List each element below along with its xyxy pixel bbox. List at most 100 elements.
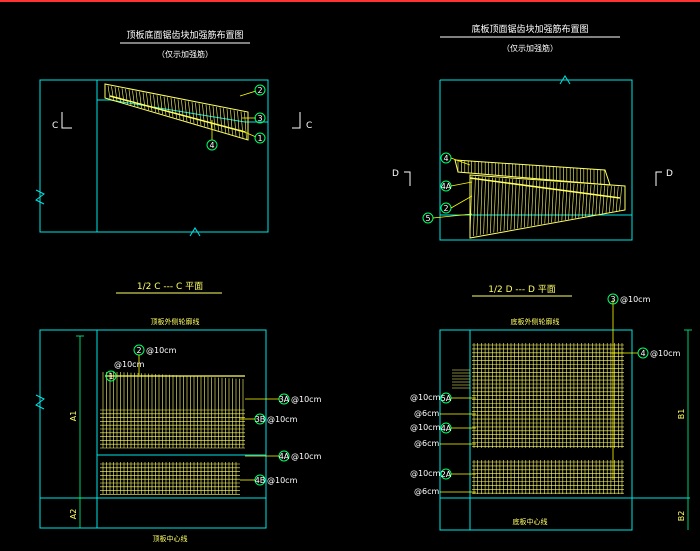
- rebar-hatch-top-left: [107, 85, 247, 139]
- rebar-hatch-line: [609, 186, 612, 213]
- section-arrow-right-c: [292, 112, 301, 129]
- rebar-hatch-line: [195, 102, 198, 125]
- rebar-hatch-line: [244, 112, 247, 139]
- callout-text-bl-4b: @10cm: [267, 476, 298, 485]
- callout-text-bl-2: @10cm: [146, 346, 177, 355]
- rebar-hatch-line: [493, 177, 497, 233]
- callout-id-bl-3a: 3A: [279, 395, 290, 404]
- rebar-hatch-line: [619, 186, 622, 211]
- rebar-hatch-line: [125, 88, 128, 105]
- rebar-hatch-line: [153, 94, 156, 113]
- callout-text-br-4b: @6cm: [414, 439, 439, 448]
- rebar-hatch-line: [615, 186, 619, 212]
- callout-id-br-3: 3: [610, 295, 615, 304]
- callout-text-br-5a: @10cm: [410, 393, 441, 402]
- rebar-diagonal-top-left: [109, 95, 246, 133]
- label-centerline-br: 底板中心线: [513, 517, 548, 526]
- rebar-hatch-line: [160, 95, 163, 115]
- rebar-hatch-line: [167, 97, 170, 117]
- rebar-hatch-line: [476, 176, 480, 236]
- rebar-hatch-line: [240, 111, 244, 138]
- callout-id-br-4a: 4A: [441, 424, 452, 433]
- rebar-hatch-line: [230, 109, 233, 135]
- serrated-block-top-right-upper: [454, 159, 611, 186]
- rebar-hatch-line: [205, 104, 209, 128]
- rebar-hatch-line: [219, 107, 223, 132]
- rebar-hatch-line: [156, 95, 160, 114]
- rebar-hatch-line: [568, 183, 571, 220]
- callout-id-bl-1: 1: [108, 372, 113, 381]
- rebar-hatch-line: [216, 106, 219, 131]
- rebar-hatch-line: [121, 88, 125, 104]
- callout-label-tr-4: 4: [443, 154, 448, 163]
- callout-bubble-tl-2: [254, 84, 266, 96]
- leader-tr-5: [432, 213, 473, 219]
- callout-text-br-3: @10cm: [620, 295, 651, 304]
- callout-label-tr-2: 2: [443, 204, 448, 213]
- callout-bubble-tl-1: [254, 132, 266, 144]
- leader-tl-1: [239, 129, 257, 138]
- callout-label-tl-2: 2: [257, 86, 262, 95]
- rebar-hatch-line: [561, 182, 565, 221]
- section-mark-left-d: D: [392, 169, 399, 179]
- rebar-hatch-line: [612, 186, 616, 212]
- break-mark-top-right: [559, 75, 571, 85]
- callout-label-tr-4a: 4A: [441, 182, 452, 191]
- outline-top-left: [39, 79, 269, 233]
- rebar-hatch-line: [483, 177, 486, 235]
- rebar-grid-bottom-right: [452, 343, 624, 494]
- callout-bubble-bl-1: [105, 370, 117, 382]
- rebar-hatch-line: [575, 183, 578, 219]
- rebar-hatch-line: [602, 185, 605, 214]
- callout-id-bl-2: 2: [136, 346, 141, 355]
- title-bottom-left: 1/2 C --- C 平面: [137, 281, 203, 292]
- rebar-hatch-line: [605, 185, 609, 213]
- serrated-block-top-left: [104, 83, 249, 141]
- rebar-hatch-line: [142, 92, 146, 110]
- rebar-hatch-line: [537, 180, 541, 225]
- dim-a1: A1: [69, 411, 78, 422]
- rebar-hatch-top-right: [457, 160, 622, 237]
- rebar-hatch-line: [578, 183, 582, 218]
- rebar-hatch-line: [114, 86, 118, 101]
- section-arrow-left-c: [61, 112, 72, 129]
- callout-id-bl-3b: 3B: [255, 415, 266, 424]
- rebar-grid-bottom-left: [100, 372, 245, 495]
- break-mark-bl: [35, 394, 45, 410]
- rebar-hatch-line: [507, 178, 510, 231]
- rebar-hatch-line: [111, 86, 114, 100]
- rebar-hatch-line: [486, 177, 490, 234]
- callout-bubble-br-3: [607, 293, 619, 305]
- rebar-hatch-line: [198, 103, 202, 126]
- title-bottom-right: 1/2 D --- D 平面: [488, 284, 556, 295]
- rebar-hatch-line: [473, 176, 476, 237]
- rebar-hatch-line: [479, 176, 483, 235]
- label-outer-contour-bl: 顶板外侧轮廓线: [151, 317, 200, 326]
- rebar-hatch-line: [212, 106, 216, 130]
- label-centerline-bl: 顶板中心线: [153, 534, 188, 543]
- callout-text-br-2b: @6cm: [414, 487, 439, 496]
- rebar-hatch-line: [174, 98, 177, 119]
- callout-label-tl-3: 3: [257, 114, 262, 123]
- rebar-hatch-line: [527, 180, 531, 227]
- callout-id-bl-4b: 4B: [255, 476, 266, 485]
- title-top-right: 底板顶面锯齿块加强筋布置图: [471, 23, 588, 35]
- rebar-hatch-line: [237, 110, 240, 137]
- rebar-hatch-line: [163, 96, 167, 116]
- outline-top-right: [439, 79, 633, 241]
- callout-text-bl-1: @10cm: [114, 360, 145, 369]
- callout-text-bl-3b: @10cm: [267, 415, 298, 424]
- rebar-hatch-line: [490, 177, 493, 234]
- section-arrow-right-d: [655, 171, 662, 186]
- rebar-hatch-line: [500, 178, 503, 232]
- rebar-hatch-line: [223, 108, 226, 133]
- rebar-hatch-line: [233, 110, 237, 136]
- rebar-hatch-line: [520, 179, 524, 228]
- rebar-hatch-line: [177, 99, 181, 120]
- callout-text-bl-4a: @10cm: [291, 452, 322, 461]
- rebar-hatch-line: [181, 99, 184, 121]
- rebar-hatch-line: [558, 182, 561, 222]
- rebar-hatch-line: [184, 100, 188, 122]
- callout-id-bl-4a: 4A: [279, 452, 290, 461]
